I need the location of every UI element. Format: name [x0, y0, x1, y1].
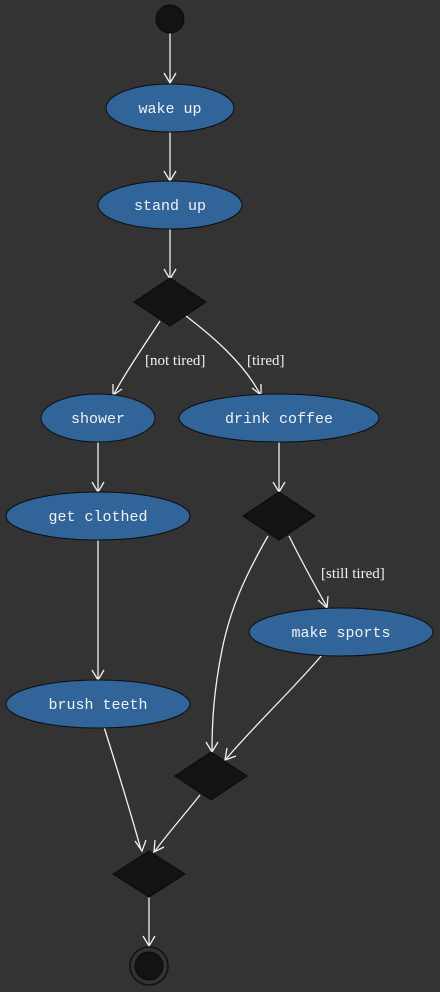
merge-node-sports [174, 751, 248, 801]
merge-node-final [112, 850, 186, 898]
edge-get-clothed-to-brush-teeth [91, 540, 105, 682]
activity-make-sports-label: make sports [291, 625, 390, 642]
edge-final-merge-to-end [142, 897, 156, 948]
edge-start-to-wake-up [163, 33, 177, 85]
activity-brush-teeth: brush teeth [5, 679, 191, 729]
edge-decision-to-merge [205, 535, 269, 754]
activity-stand-up-label: stand up [134, 198, 206, 215]
decision-node-tired [133, 277, 207, 327]
activity-shower: shower [40, 393, 156, 443]
final-node [129, 946, 169, 986]
edge-label-tired: [tired] [247, 353, 284, 369]
edge-label-still-tired: [still tired] [321, 566, 385, 582]
decision-node-still-tired [242, 491, 316, 541]
initial-node [155, 4, 185, 34]
edge-stand-up-to-decision [163, 229, 177, 281]
edge-brush-teeth-to-final-merge [103, 726, 147, 853]
activity-get-clothed-label: get clothed [48, 509, 147, 526]
activity-get-clothed: get clothed [5, 491, 191, 541]
edge-label-not-tired: [not tired] [145, 353, 205, 369]
activity-wake-up-label: wake up [138, 101, 201, 118]
edge-labels: [not tired] [tired] [still tired] [145, 353, 385, 582]
activity-brush-teeth-label: brush teeth [48, 697, 147, 714]
edge-wake-up-to-stand-up [163, 131, 177, 183]
nodes: wake up stand up shower drink coffee get… [5, 4, 434, 986]
activity-drink-coffee: drink coffee [178, 393, 380, 443]
activity-drink-coffee-label: drink coffee [225, 411, 333, 428]
activity-wake-up: wake up [105, 83, 235, 133]
edge-make-sports-to-merge [224, 654, 323, 761]
activity-shower-label: shower [71, 411, 125, 428]
edge-merge-to-final-merge [153, 794, 201, 854]
activity-make-sports: make sports [248, 607, 434, 657]
edge-drink-coffee-to-decision [272, 442, 286, 494]
activity-stand-up: stand up [97, 180, 243, 230]
edges [91, 33, 329, 948]
edge-shower-to-get-clothed [91, 442, 105, 494]
